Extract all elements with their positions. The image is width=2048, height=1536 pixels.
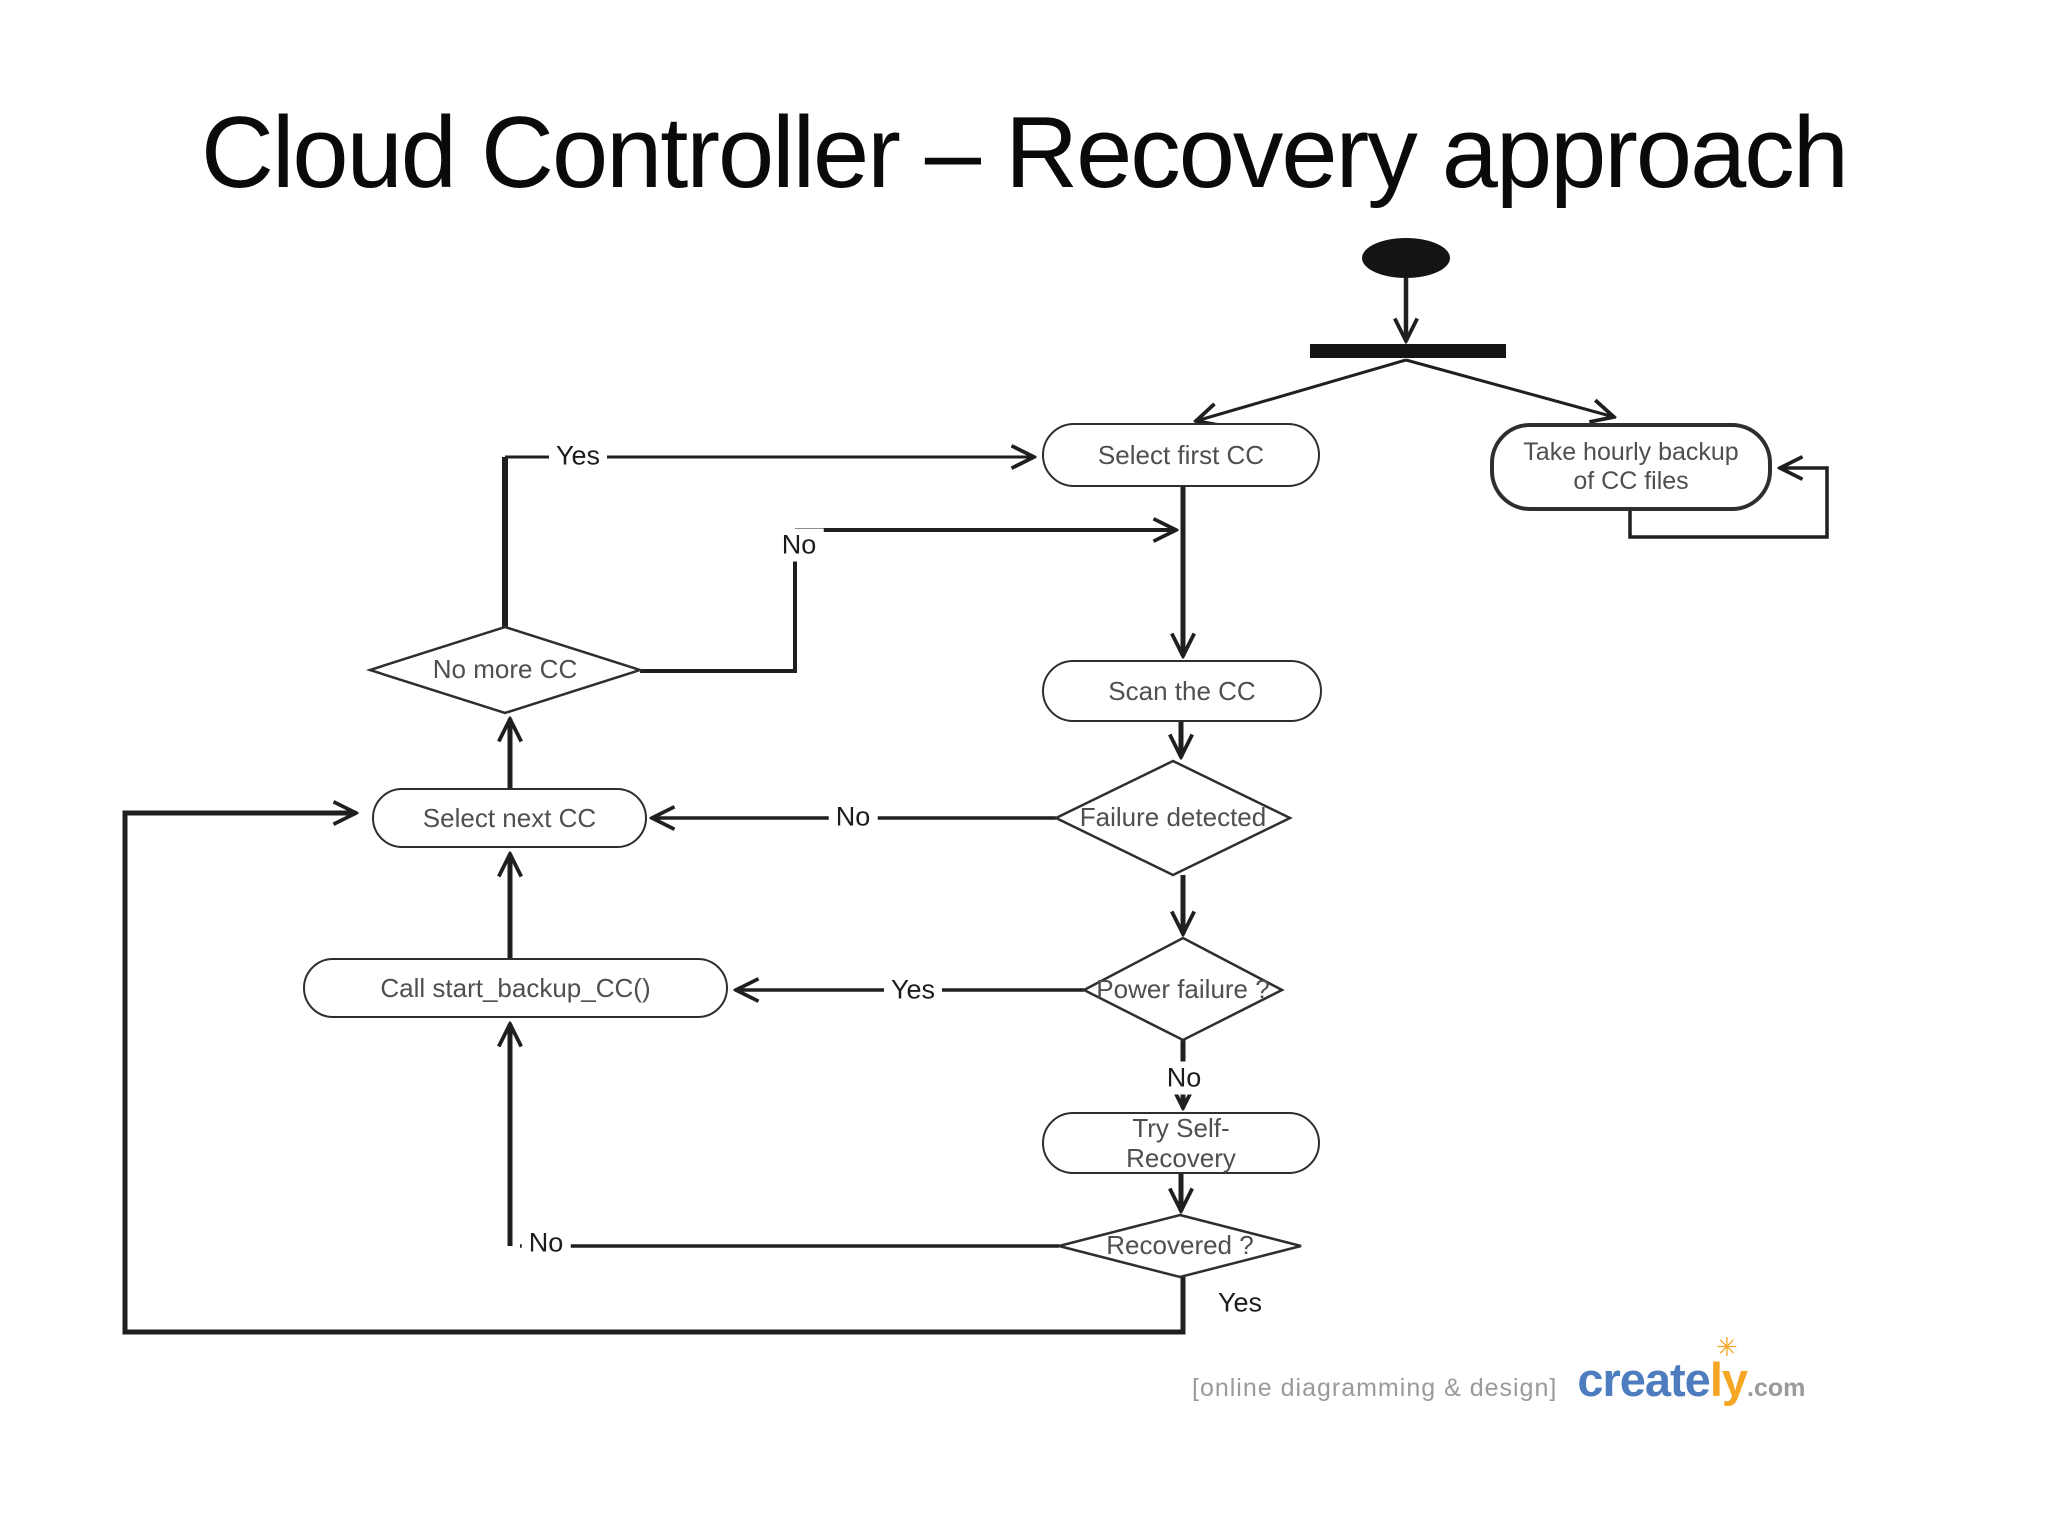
edge-recovered-yes-loop bbox=[122, 813, 1186, 1335]
node-take-hourly-backup: Take hourly backup of CC files bbox=[1490, 423, 1772, 511]
page-title: Cloud Controller – Recovery approach bbox=[201, 97, 1849, 209]
edge-fork-to-backup bbox=[1405, 358, 1614, 417]
creately-logo-suffix: .com bbox=[1747, 1374, 1806, 1402]
node-try-self-recovery: Try Self-Recovery bbox=[1042, 1112, 1320, 1174]
start-node bbox=[1362, 238, 1450, 278]
watermark-caption: [online diagramming & design] bbox=[1192, 1374, 1558, 1402]
diamond-power-failure bbox=[1081, 936, 1285, 1042]
diamond-recovered bbox=[1058, 1213, 1302, 1279]
node-select-next-cc: Select next CC bbox=[372, 788, 647, 848]
edge-no-more-no-bend bbox=[640, 530, 797, 673]
edge-label-recovered-no: No bbox=[521, 1226, 571, 1260]
creately-logo-accent: ly bbox=[1709, 1353, 1748, 1406]
creately-logo: creately bbox=[1577, 1352, 1748, 1407]
edge-label-power-yes: Yes bbox=[883, 973, 943, 1007]
fork-bar bbox=[1310, 344, 1506, 358]
edge-label-failure-no: No bbox=[828, 800, 878, 834]
edge-fork-to-select-first bbox=[1196, 358, 1407, 421]
edge-label-recovered-yes: Yes bbox=[1210, 1286, 1270, 1320]
edge-backup-self-loop bbox=[1628, 468, 1829, 539]
node-call-start-backup: Call start_backup_CC() bbox=[303, 958, 728, 1018]
edge-label-power-no: No bbox=[1159, 1061, 1209, 1095]
watermark: [online diagramming & design] creately .… bbox=[1192, 1352, 1805, 1407]
diamond-failure-detected bbox=[1053, 759, 1293, 877]
creately-logo-main: create bbox=[1577, 1353, 1710, 1406]
node-scan-the-cc: Scan the CC bbox=[1042, 660, 1322, 722]
sparkle-icon: ✳ bbox=[1716, 1332, 1738, 1362]
edge-label-no-more-no: No bbox=[774, 528, 824, 562]
edge-label-no-more-yes: Yes bbox=[548, 439, 608, 473]
node-select-first-cc: Select first CC bbox=[1042, 423, 1320, 487]
diamond-no-more-cc bbox=[365, 625, 645, 715]
